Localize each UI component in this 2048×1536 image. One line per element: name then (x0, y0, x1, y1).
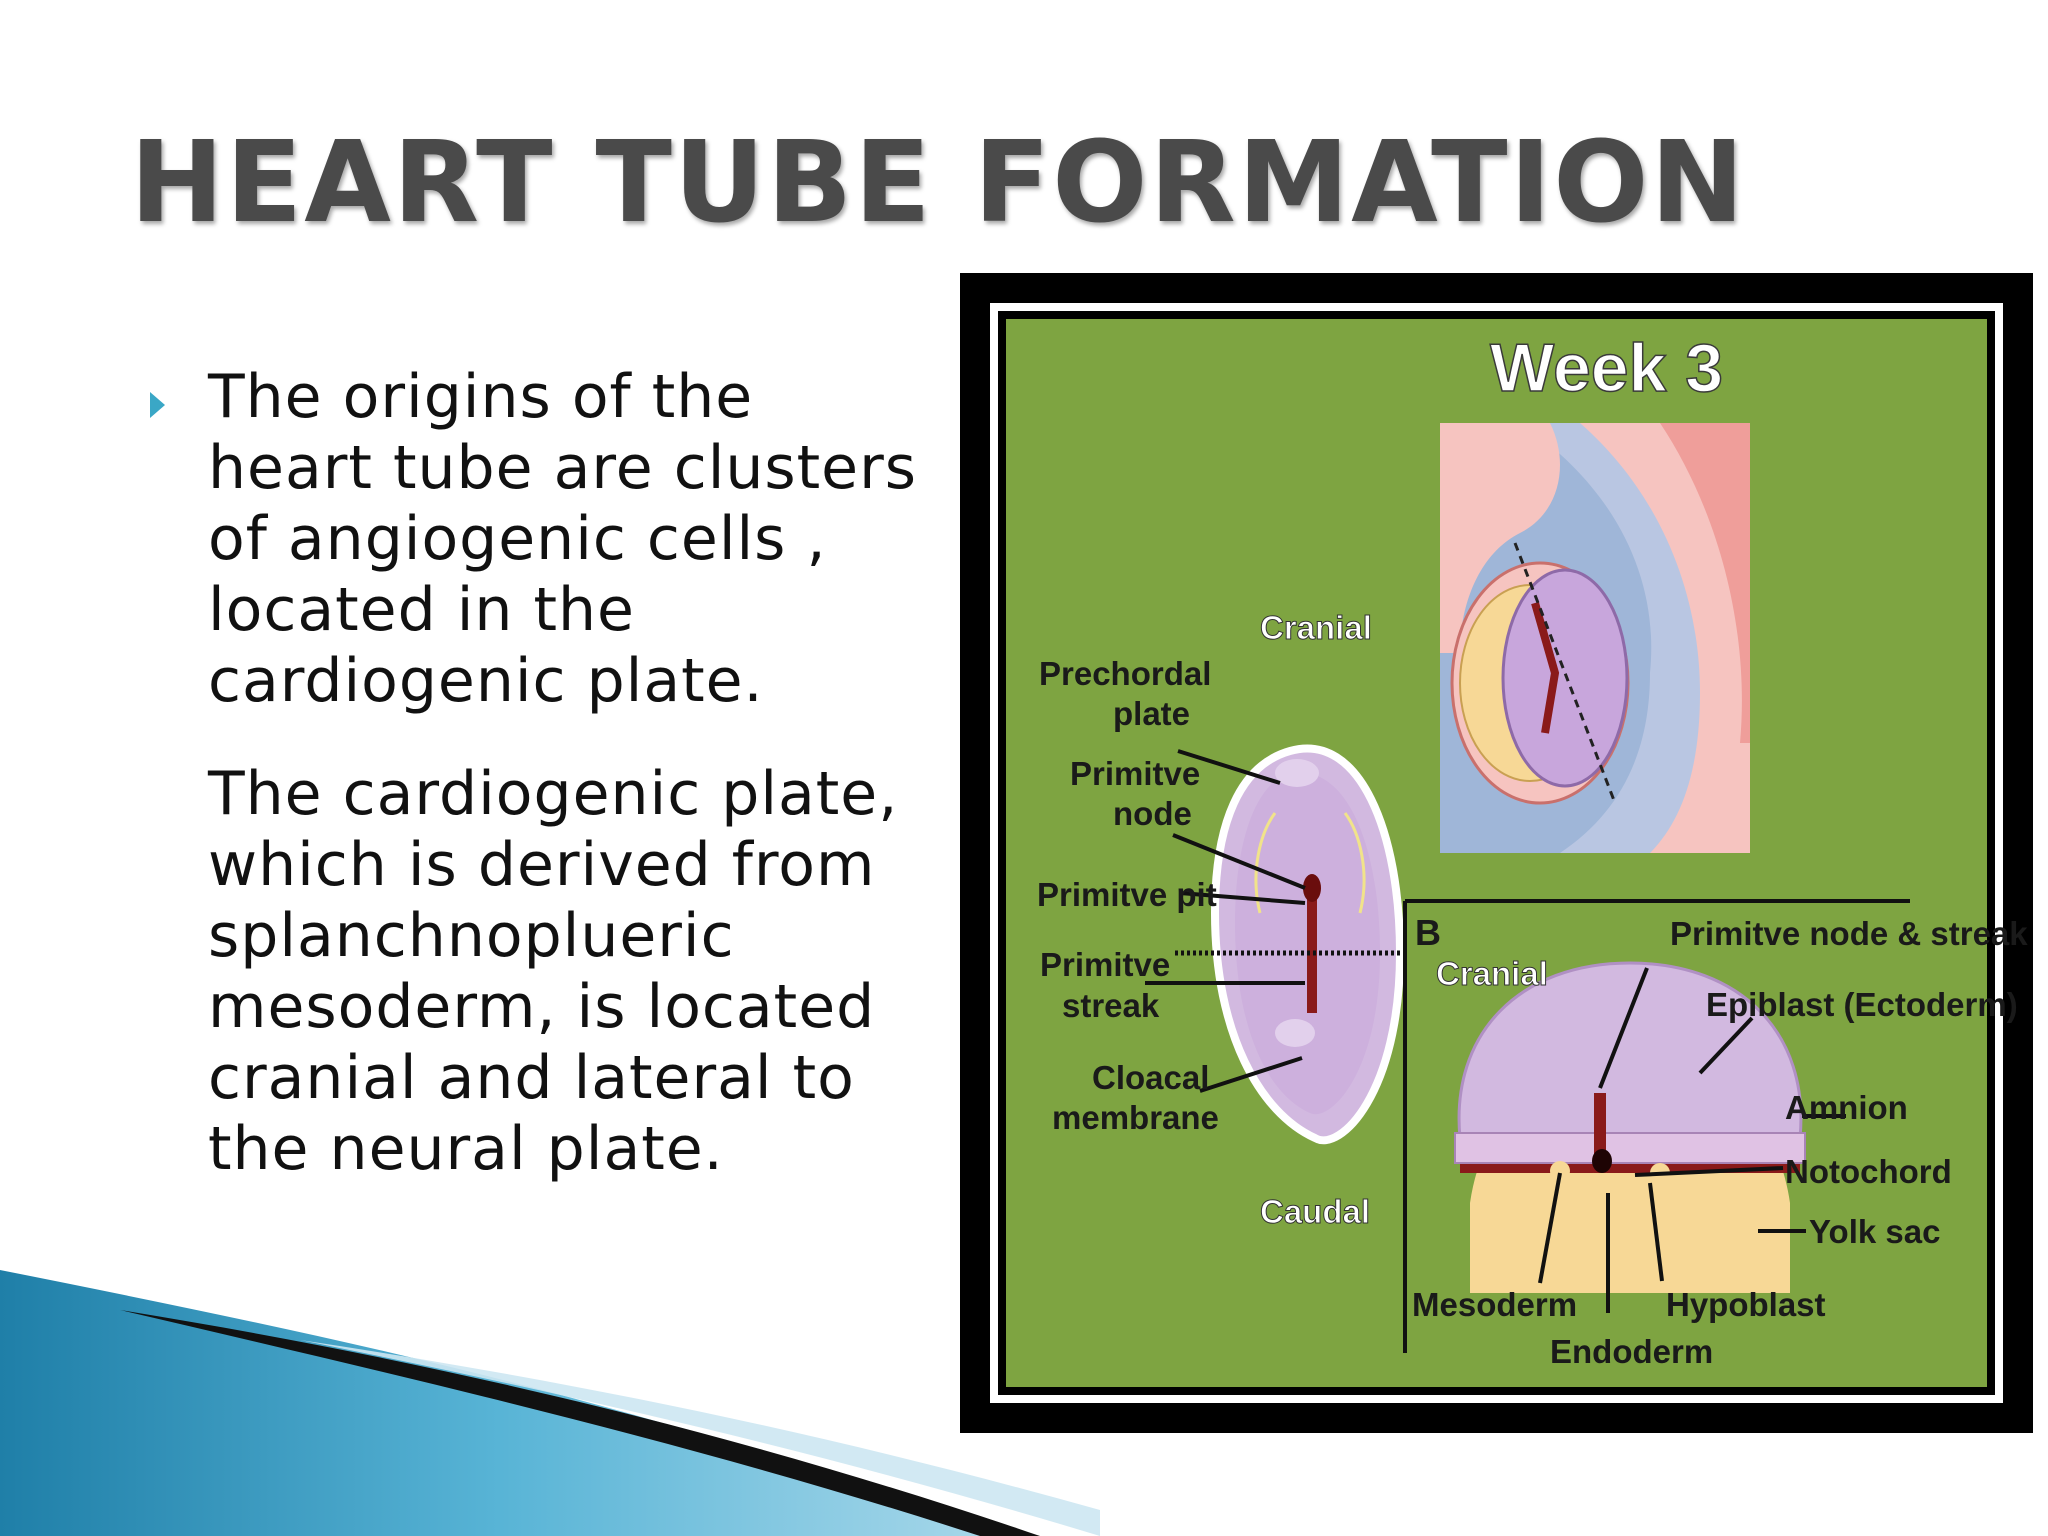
label-endoderm: Endoderm (1550, 1333, 1713, 1370)
label-notochord: Notochord (1785, 1153, 1952, 1190)
embryo-diagram: Week 3 (990, 303, 2028, 1403)
label-panel-b: B (1415, 912, 1441, 953)
label-primitive-pit: Primitve pit (1037, 876, 1217, 913)
embryonic-disc (1210, 744, 1405, 1145)
label-cranial-b: Cranial (1436, 955, 1548, 992)
label-primitive-streak-2: streak (1062, 987, 1160, 1024)
label-primitive-node-streak: Primitve node & streak (1670, 915, 2028, 952)
bullet-list: The origins of the heart tube are cluste… (150, 362, 950, 1185)
triangle-bullet-icon (150, 392, 165, 418)
slide-title: HEART TUBE FORMATION (130, 118, 1747, 248)
label-prechordal-1: Prechordal (1039, 655, 1211, 692)
label-caudal: Caudal (1260, 1193, 1370, 1230)
figure-heading: Week 3 (1490, 330, 1723, 406)
sagittal-section (1440, 423, 1750, 853)
bullet-paragraph-1: The origins of the heart tube are cluste… (208, 362, 918, 716)
bullet-item: The origins of the heart tube are cluste… (150, 362, 950, 1185)
label-cloacal-1: Cloacal (1092, 1059, 1209, 1096)
label-cloacal-2: membrane (1052, 1099, 1219, 1136)
label-cranial-a: Cranial (1260, 609, 1372, 646)
cross-section (1454, 961, 1806, 1293)
label-primitive-node-2: node (1113, 795, 1192, 832)
label-hypoblast: Hypoblast (1666, 1286, 1826, 1323)
label-amnion: Amnion (1785, 1089, 1908, 1126)
bullet-paragraph-2: The cardiogenic plate, which is derived … (208, 759, 899, 1184)
embryo-figure: Week 3 (960, 273, 2033, 1433)
label-primitive-node-1: Primitve (1070, 755, 1200, 792)
label-epiblast: Epiblast (Ectoderm) (1706, 986, 2018, 1023)
label-mesoderm: Mesoderm (1412, 1286, 1577, 1323)
label-prechordal-2: plate (1113, 695, 1190, 732)
label-primitive-streak-1: Primitve (1040, 946, 1170, 983)
decorative-wave (0, 1270, 1100, 1536)
label-yolk-sac: Yolk sac (1809, 1213, 1940, 1250)
